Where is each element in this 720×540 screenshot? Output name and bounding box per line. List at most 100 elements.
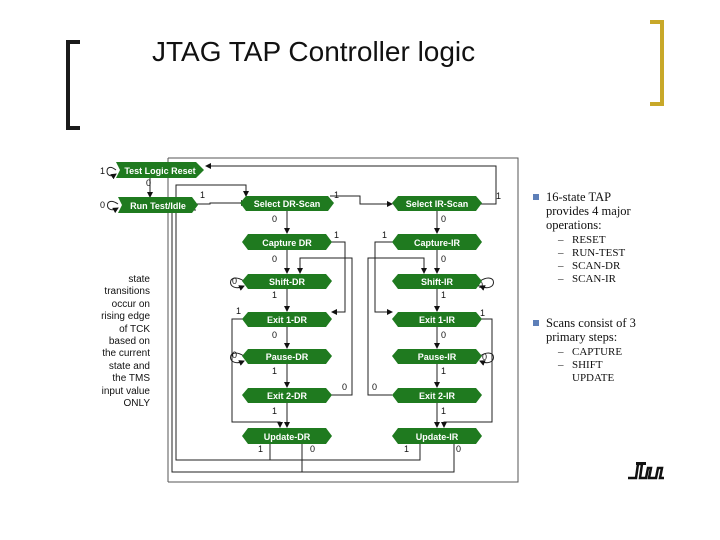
edge-label: 0: [441, 330, 446, 340]
edge-shir-self: [479, 277, 494, 291]
dash-icon: –: [558, 234, 564, 246]
edge-label: 1: [441, 366, 446, 376]
edge-uir-rti: [302, 444, 455, 473]
state-shift-dr: Shift-DR: [242, 274, 332, 289]
edge-label: 1: [236, 306, 241, 316]
sub-item-label: UPDATE: [572, 372, 615, 384]
diagram-frame: [168, 157, 519, 483]
sub-item-label: RESET: [572, 234, 606, 246]
sub-item: UPDATE: [530, 372, 710, 385]
edge-label: 1: [272, 366, 277, 376]
edge-labels: 1 0 0 1 1 1 0 0 1 1 0 0 0 0 1 1 1 1 0 0 …: [100, 166, 501, 454]
state-label: Update-DR: [264, 432, 311, 442]
state-exit2-ir: Exit 2-IR: [392, 388, 482, 403]
bullet-text: primary steps:: [546, 330, 618, 344]
state-capture-ir: Capture-IR: [392, 234, 482, 250]
state-test-logic-reset: Test Logic Reset: [116, 162, 204, 178]
edge-label: 1: [200, 190, 205, 200]
state-exit2-dr: Exit 2-DR: [242, 388, 332, 403]
edge-cdr-e1dr: [326, 241, 346, 315]
sub-item: –RESET: [530, 234, 710, 247]
sub-item-label: SHIFT: [572, 359, 603, 371]
edge-e2ir-shir: [367, 257, 427, 396]
edge-label: 0: [146, 178, 151, 188]
state-label: Pause-DR: [266, 352, 309, 362]
state-pause-dr: Pause-DR: [242, 349, 332, 364]
edge-label: 0: [272, 330, 277, 340]
state-select-ir-scan: Select IR-Scan: [392, 196, 482, 211]
square-bullet-icon: [533, 194, 539, 200]
edge-e1ir-uir: [441, 318, 493, 428]
state-label: Pause-IR: [418, 352, 457, 362]
edge-uir-sdr: [270, 444, 421, 461]
state-capture-dr: Capture DR: [242, 234, 332, 250]
sub-item: –CAPTURE: [530, 346, 710, 359]
edge-cir-e1ir: [374, 241, 395, 315]
state-label: Select DR-Scan: [254, 199, 321, 209]
edge-pir-self: [479, 352, 494, 366]
edge-label: 0: [100, 200, 105, 210]
edge-label: 0: [478, 280, 483, 290]
sub-item-label: SCAN-IR: [572, 273, 617, 285]
state-label: Exit 2-IR: [419, 391, 456, 401]
side-note-line: ONLY: [123, 398, 151, 410]
state-shift-ir: Shift-IR: [392, 274, 482, 289]
sub-item-label: RUN-TEST: [572, 247, 626, 259]
edge-label: 1: [441, 290, 446, 300]
side-note-line: rising edge: [101, 311, 150, 323]
edge-label: 1: [496, 191, 501, 201]
edge-label: 0: [482, 352, 487, 362]
edge-label: 1: [334, 190, 339, 200]
side-note-line: occur on: [111, 298, 150, 310]
edge-label: 0: [441, 214, 446, 224]
edge-label: 1: [441, 406, 446, 416]
edge-label: 1: [272, 290, 277, 300]
edge-label: 0: [372, 382, 377, 392]
state-select-dr-scan: Select DR-Scan: [240, 196, 334, 211]
state-exit1-dr: Exit 1-DR: [242, 312, 332, 327]
edge-rti-self: [107, 201, 119, 214]
state-pause-ir: Pause-IR: [392, 349, 482, 364]
edge-e2dr-shdr: [297, 257, 353, 396]
sub-item-label: CAPTURE: [572, 346, 623, 358]
side-note-line: the current: [102, 348, 150, 360]
sub-item: –SHIFT: [530, 359, 710, 372]
state-label: Update-IR: [416, 432, 459, 442]
edge-label: 1: [382, 230, 387, 240]
edge-label: 1: [334, 230, 339, 240]
state-label: Test Logic Reset: [124, 166, 195, 176]
dash-icon: –: [558, 359, 564, 371]
edge-label: 0: [342, 382, 347, 392]
edge-label: 0: [232, 276, 237, 286]
bullet-item: Scans consist of 3 primary steps:: [530, 316, 710, 344]
edge-e1dr-udr: [231, 318, 283, 428]
state-label: Shift-IR: [421, 277, 453, 287]
edge-rti-sdr: [196, 200, 247, 206]
state-update-ir: Update-IR: [392, 428, 482, 444]
edge-label: 1: [404, 444, 409, 454]
state-label: Shift-DR: [269, 277, 305, 287]
edge-label: 0: [272, 254, 277, 264]
right-bracket-decoration: [650, 20, 664, 106]
bullet-text: Scans consist of 3: [546, 316, 636, 330]
edge-label: 1: [258, 444, 263, 454]
state-label: Run Test/Idle: [130, 201, 186, 211]
edge-label: 0: [232, 350, 237, 360]
edge-label: 1: [480, 308, 485, 318]
state-run-test-idle: Run Test/Idle: [118, 197, 198, 213]
dash-icon: –: [558, 247, 564, 259]
bullet-text: 16-state TAP: [546, 190, 612, 204]
state-label: Exit 2-DR: [267, 391, 308, 401]
square-bullet-icon: [533, 320, 539, 326]
bullet-text: provides 4 major: [546, 204, 631, 218]
state-label: Capture-IR: [414, 238, 461, 248]
state-update-dr: Update-DR: [242, 428, 332, 444]
edge-label: 1: [272, 406, 277, 416]
sub-item-label: SCAN-DR: [572, 260, 621, 272]
side-note: state transitions occur on rising edge o…: [84, 274, 150, 410]
edge-label: 0: [310, 444, 315, 454]
bullet-item: 16-state TAP provides 4 major operations…: [530, 190, 710, 232]
edge-label: 0: [456, 444, 461, 454]
side-note-line: based on: [108, 336, 150, 348]
